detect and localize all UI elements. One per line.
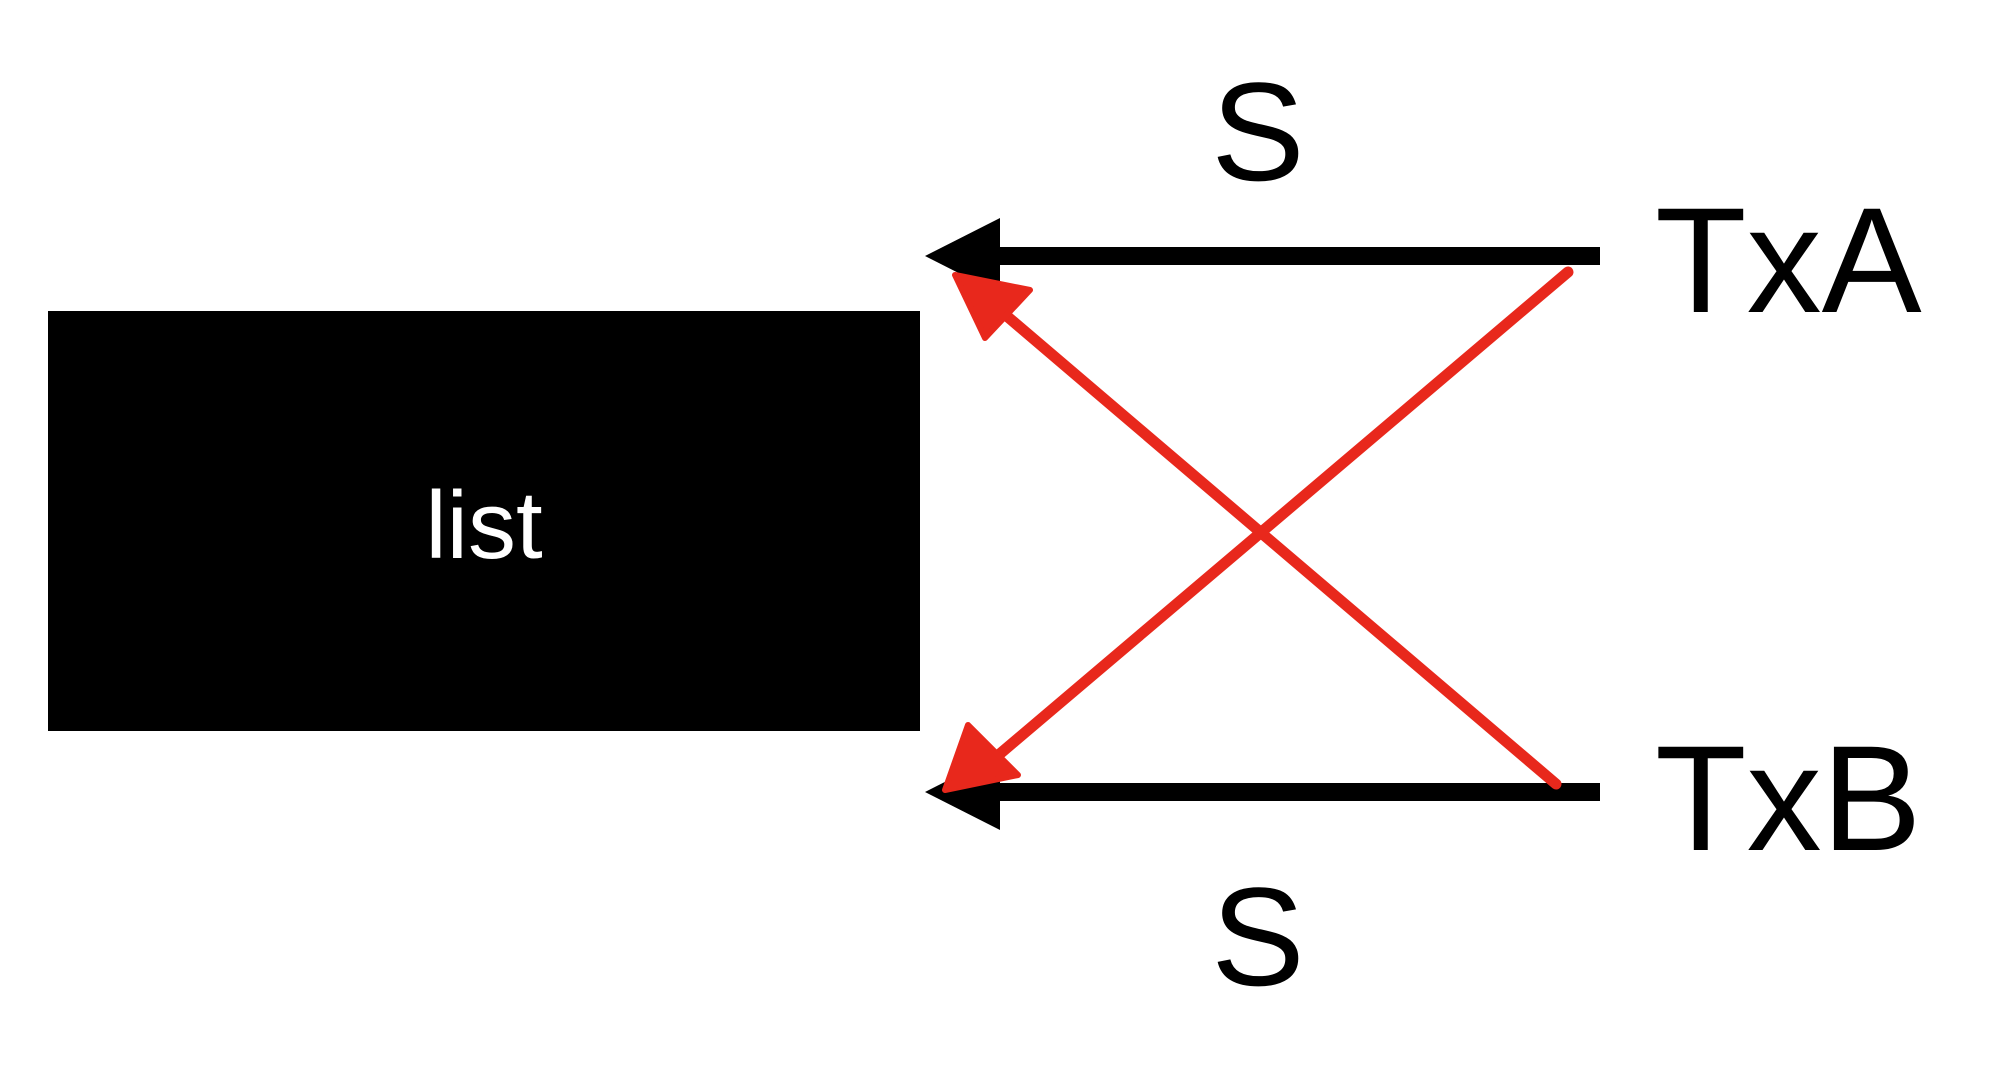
list-label: list — [425, 472, 542, 579]
txb-shared-lock-arrow — [925, 754, 1600, 830]
top-lock-label: S — [1211, 53, 1304, 210]
red-arrowhead-top-icon — [952, 272, 1033, 341]
list-box — [48, 311, 920, 731]
txa-to-bottom-red-line — [989, 266, 1574, 764]
txa-shared-lock-arrow — [925, 218, 1600, 294]
red-arrowhead-bottom-icon — [942, 722, 1021, 793]
bottom-lock-label: S — [1211, 858, 1304, 1015]
txb-label: TxB — [1655, 714, 1922, 882]
txa-label: TxA — [1655, 176, 1922, 344]
red-cross-arrows — [942, 266, 1574, 793]
txb-to-top-red-line — [989, 300, 1562, 790]
txa-arrowhead-icon — [925, 218, 1000, 294]
